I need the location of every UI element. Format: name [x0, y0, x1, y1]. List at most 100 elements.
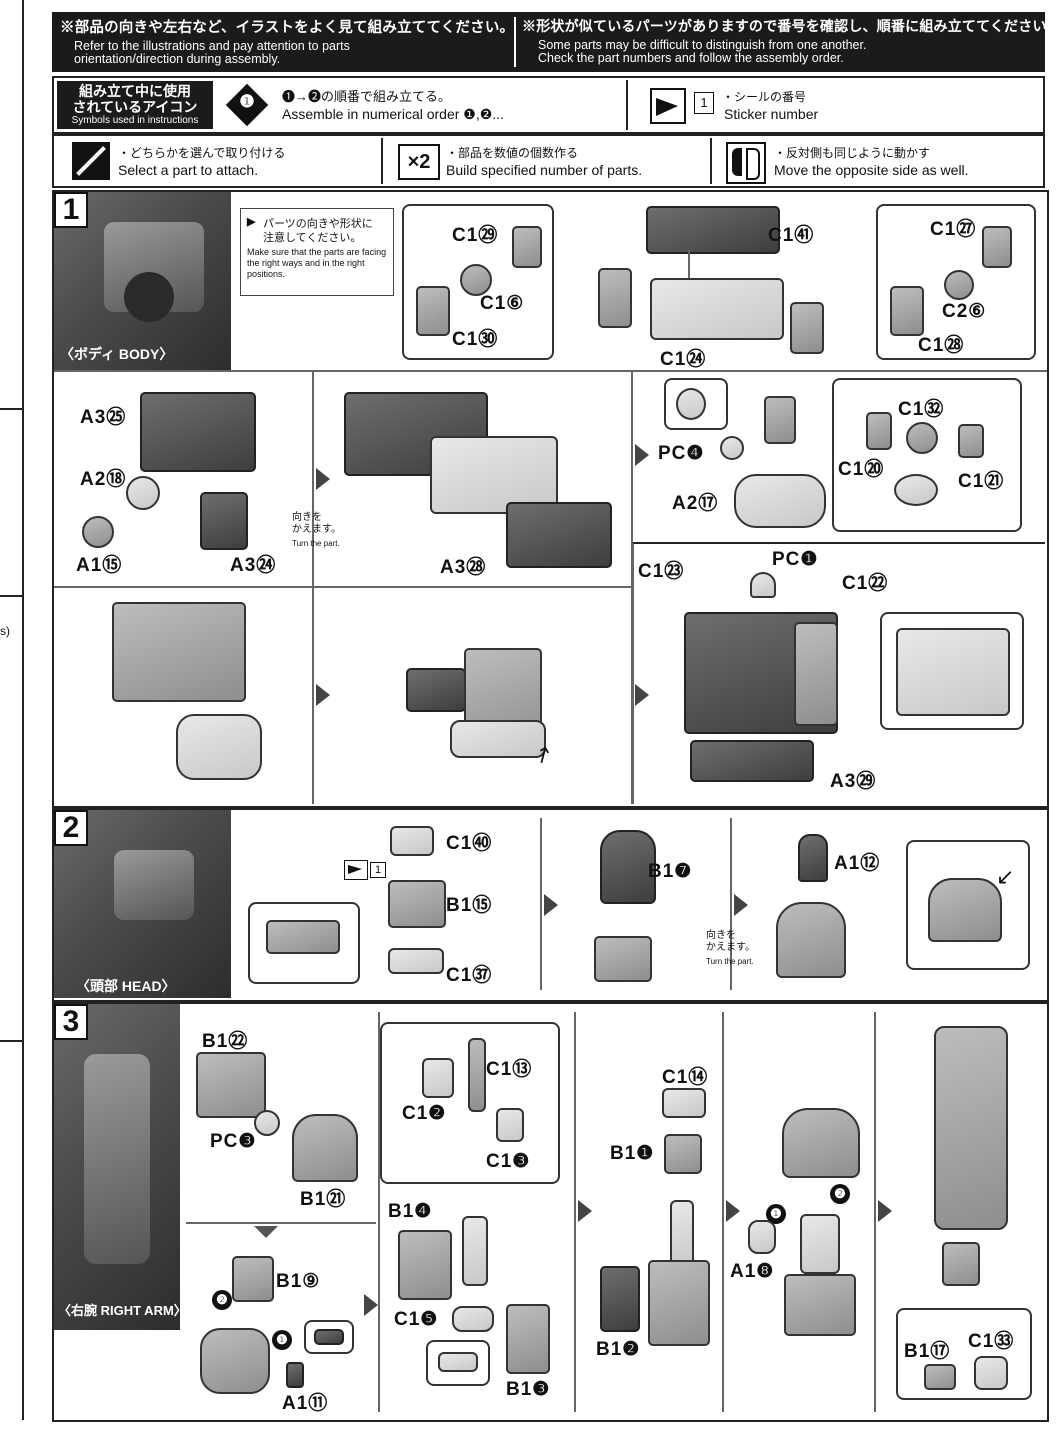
part-b1-4 — [398, 1230, 452, 1300]
label-b1-2: B1❷ — [596, 1339, 641, 1360]
symbols-title-en: Symbols used in instructions — [71, 115, 199, 126]
edge-divider — [0, 1040, 22, 1042]
turn-en: Turn the part. — [706, 957, 754, 966]
label-pc-4: PC❹ — [658, 443, 705, 464]
symbols-title: 組み立て中に使用 されているアイコン Symbols used in instr… — [57, 81, 213, 129]
label-b1-3: B1❸ — [506, 1379, 551, 1400]
part-a2-18 — [126, 476, 160, 510]
part-hip-side — [406, 668, 466, 712]
part-c1-32 — [906, 422, 938, 454]
order-number-1: ❶ — [766, 1204, 786, 1224]
part-c1-13 — [468, 1038, 486, 1112]
step-1-note-jp2: 注意してください。 — [263, 232, 362, 244]
order-number-2: ❷ — [212, 1290, 232, 1310]
label-c1-33: C1㉝ — [968, 1331, 1015, 1352]
part-a3-24 — [200, 492, 248, 550]
part-c1-3 — [496, 1108, 524, 1142]
part-elbow-joint — [942, 1242, 980, 1286]
step-3-number: 3 — [54, 1004, 88, 1040]
step-1-caption: 〈ボディ BODY〉 — [60, 346, 174, 362]
part-c2-6 — [944, 270, 974, 300]
step-2-caption: 〈頭部 HEAD〉 — [76, 978, 176, 994]
label-c1-14: C1⑭ — [662, 1067, 709, 1088]
step-2-head-inset: ↙ — [906, 840, 1030, 970]
step-1-final-panel — [632, 542, 1045, 804]
symbols-row-2: ・どちらかを選んで取り付ける Select a part to attach. … — [52, 134, 1045, 188]
label-b1-15: B1⑮ — [446, 895, 493, 916]
part-a3-28 — [506, 502, 612, 568]
part-c1-30 — [416, 286, 450, 336]
label-a2-17: A2⑰ — [672, 493, 719, 514]
label-c1-29: C1㉙ — [452, 225, 499, 246]
part-c1-5 — [452, 1306, 494, 1332]
label-a3-24: A3㉔ — [230, 555, 277, 576]
header-left-en2: orientation/direction during assembly. — [74, 52, 281, 66]
part-ring — [894, 474, 938, 506]
step-3-col1-divider — [186, 1222, 376, 1224]
turn-en: Turn the part. — [292, 539, 340, 548]
step-3-hand-inset: B1⑰ C1㉝ — [896, 1308, 1032, 1400]
part-c1-24-body — [650, 278, 784, 340]
select-jp: ・どちらかを選んで取り付ける — [118, 146, 286, 160]
header-right-jp: ※形状が似ているパーツがありますので番号を確認し、順番に組み立ててください。 — [522, 18, 1061, 34]
part-a1-8 — [748, 1220, 776, 1254]
sticker-flag-icon — [344, 860, 368, 880]
part-joint-stem — [764, 396, 796, 444]
step-1-inset-left: C1㉙ C1⑥ C1㉚ — [402, 204, 554, 360]
step-2-number: 2 — [54, 810, 88, 846]
sticker-number-box: 1 — [694, 92, 714, 114]
step-3-caption: 〈右腕 RIGHT ARM〉 — [58, 1303, 180, 1318]
step-2-photo: 2 〈頭部 HEAD〉 — [54, 810, 231, 998]
label-pc-3: PC❸ — [210, 1131, 257, 1152]
part-a3-29 — [690, 740, 814, 782]
part-b1-2 — [600, 1266, 640, 1332]
a1-11-inset — [304, 1320, 354, 1354]
label-b1-17: B1⑰ — [904, 1341, 951, 1362]
label-c1-5: C1❺ — [394, 1309, 439, 1330]
part-body-core — [430, 436, 558, 514]
part-b1-1 — [664, 1134, 702, 1174]
body-top-inset — [880, 612, 1024, 730]
label-b1-22: B1㉒ — [202, 1031, 249, 1052]
sticker-flag-icon — [650, 88, 686, 124]
part-elbow-shaft — [462, 1216, 488, 1286]
label-c1-2: C1❷ — [402, 1103, 447, 1124]
label-c1-3: C1❸ — [486, 1151, 531, 1172]
step-1-inset-right: C1㉗ C2⑥ C1㉘ — [876, 204, 1036, 360]
label-b1-9: B1⑨ — [276, 1271, 321, 1292]
c1-5-inset — [426, 1340, 490, 1386]
part-waist-block — [176, 714, 262, 780]
edge-divider — [0, 595, 22, 597]
label-b1-4: B1❹ — [388, 1201, 433, 1222]
part-b1-15 — [388, 880, 446, 928]
step-3-elbow-inset: C1⑬ C1❷ C1❸ — [380, 1022, 560, 1184]
step-arrow-icon — [578, 1200, 592, 1222]
part-waist-bottom — [450, 720, 546, 758]
part-b1-3 — [506, 1304, 550, 1374]
part-c1-37 — [388, 948, 444, 974]
step-3-photo: 3 〈右腕 RIGHT ARM〉 — [54, 1004, 180, 1330]
label-c1-37: C1㊲ — [446, 965, 493, 986]
upper-arm-assembly — [800, 1214, 840, 1274]
part-pc-3 — [254, 1110, 280, 1136]
label-c1-40: C1㊵ — [446, 833, 493, 854]
part-b1-21 — [292, 1114, 358, 1182]
part-shoulder-armor — [782, 1108, 860, 1178]
label-pc-1: PC❶ — [772, 549, 819, 570]
step-1-note-jp1: パーツの向きや形状に — [263, 218, 373, 230]
part-c1-20 — [866, 412, 892, 450]
sticker-number: 1 — [370, 862, 386, 878]
step-3-col-divider — [722, 1012, 724, 1412]
label-a1-12: A1⑫ — [834, 853, 881, 874]
symbols-row-1: 組み立て中に使用 されているアイコン Symbols used in instr… — [52, 76, 1045, 134]
label-a2-18: A2⑱ — [80, 469, 127, 490]
label-a1-11: A1⑪ — [282, 1393, 329, 1414]
previous-page-edge: s) — [0, 0, 24, 1420]
step-arrow-icon — [878, 1200, 892, 1222]
part-a1-12 — [798, 834, 828, 882]
part-c1-21 — [958, 424, 984, 458]
step-1-row-divider — [54, 370, 1047, 372]
lower-arm-block — [784, 1274, 856, 1336]
label-c1-21: C1㉑ — [958, 471, 1005, 492]
part-c1-14 — [662, 1088, 706, 1118]
